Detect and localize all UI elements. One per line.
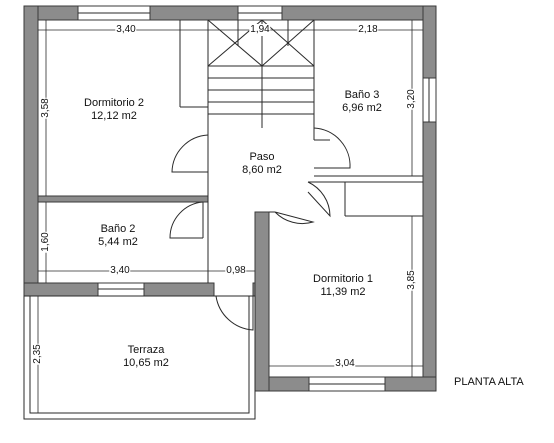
dim-b3-width: 2,18 — [357, 24, 379, 36]
room-dormitorio1: Dormitorio 1 11,39 m2 — [313, 273, 373, 299]
dim-d2-height: 3,58 — [40, 97, 52, 119]
staircase — [207, 19, 315, 128]
room-paso: Paso 8,60 m2 — [242, 151, 282, 177]
room-terraza: Terraza 10,65 m2 — [123, 344, 169, 370]
room-bano2-name: Baño 2 — [100, 223, 136, 235]
door-dormitorio1 — [274, 211, 315, 225]
d1-left-wall — [254, 211, 270, 392]
door-terraza — [215, 295, 254, 331]
door-bano3 — [313, 127, 351, 169]
room-bano3-name: Baño 3 — [344, 89, 380, 101]
plan-title: PLANTA ALTA — [454, 376, 524, 388]
room-dormitorio1-area: 11,39 m2 — [320, 286, 366, 298]
dim-stair-width: 1,94 — [249, 24, 271, 36]
room-terraza-area: 10,65 m2 — [123, 357, 169, 369]
dim-b3-height: 3,20 — [406, 88, 418, 110]
dim-d2-width: 3,40 — [115, 24, 137, 36]
d2-bottom-wall — [37, 195, 209, 203]
door-bano2 — [169, 201, 204, 239]
dim-b2-width: 3,40 — [109, 265, 131, 277]
door-dormitorio2 — [171, 134, 209, 173]
terrace-outline — [23, 295, 256, 420]
left-wall — [23, 5, 39, 297]
dim-terraza-depth: 2,35 — [32, 343, 44, 365]
interior-walls — [37, 20, 423, 283]
room-paso-area: 8,60 m2 — [242, 164, 282, 176]
room-paso-name: Paso — [249, 151, 275, 163]
dim-d1-height: 3,85 — [406, 269, 418, 291]
windows — [77, 5, 437, 392]
dim-passage-width: 0,98 — [225, 265, 247, 277]
door-pantry — [307, 181, 331, 218]
room-dormitorio2-area: 12,12 m2 — [91, 110, 137, 122]
doors — [169, 127, 351, 331]
room-bano3-area: 6,96 m2 — [342, 102, 382, 114]
room-bano3: Baño 3 6,96 m2 — [342, 89, 382, 115]
room-dormitorio1-name: Dormitorio 1 — [313, 273, 373, 285]
room-dormitorio2-name: Dormitorio 2 — [84, 97, 144, 109]
dim-b2-height: 1,60 — [40, 231, 52, 253]
room-bano2: Baño 2 5,44 m2 — [98, 223, 138, 249]
right-wall — [422, 5, 437, 392]
room-dormitorio2: Dormitorio 2 12,12 m2 — [84, 97, 144, 123]
room-terraza-name: Terraza — [127, 344, 165, 356]
dim-d1-width: 3,04 — [334, 358, 356, 370]
room-bano2-area: 5,44 m2 — [98, 236, 138, 248]
